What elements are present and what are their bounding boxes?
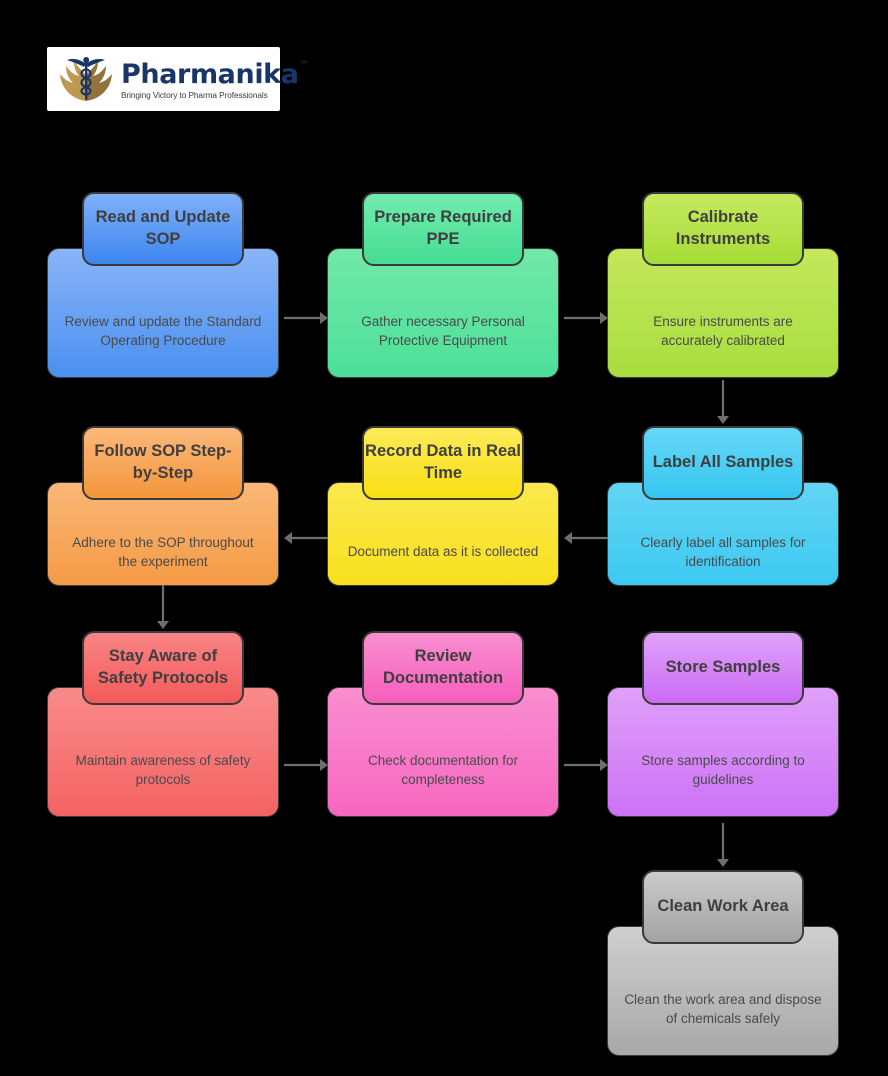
flow-node-title: Read and Update SOP [95,208,231,248]
flow-node-header[interactable]: Prepare Required PPE [362,192,524,266]
flow-node-description: Document data as it is collected [347,544,539,560]
flow-node-title: Clean Work Area [657,897,789,916]
flow-node-description: Clearly label all samples for identifica… [640,534,806,569]
trademark-symbol: ™ [299,58,308,68]
flow-node-body: Store samples according to guidelines [607,687,839,817]
logo-tagline: Bringing Victory to Pharma Professionals [121,89,268,100]
flow-node-body: Review and update the Standard Operating… [47,248,279,378]
flow-node-title: Prepare Required PPE [374,208,512,248]
flow-node-description: Check documentation for completeness [367,752,519,787]
flow-node-header[interactable]: Store Samples [642,631,804,705]
flow-node-description: Review and update the Standard Operating… [64,313,262,348]
flow-node-description: Adhere to the SOP throughout the experim… [72,534,254,569]
flow-node-title: Follow SOP Step-by-Step [94,442,232,482]
flow-node-description: Maintain awareness of safety protocols [75,752,251,787]
flow-node-header[interactable]: Read and Update SOP [82,192,244,266]
logo-wordmark: Pharmanika ™ Bringing Victory to Pharma … [121,58,308,100]
brand-logo: Pharmanika ™ Bringing Victory to Pharma … [47,47,308,111]
flow-node-body: Gather necessary Personal Protective Equ… [327,248,559,378]
flow-node-header[interactable]: Review Documentation [362,631,524,705]
flow-node-title: Record Data in Real Time [365,442,521,482]
flow-node-header[interactable]: Record Data in Real Time [362,426,524,500]
flow-node-description: Gather necessary Personal Protective Equ… [361,313,525,348]
flow-node-title: Stay Aware of Safety Protocols [97,647,229,687]
arrow-review-to-store [564,757,608,773]
flow-node-body: Clean the work area and dispose of chemi… [607,926,839,1056]
flow-node-header[interactable]: Clean Work Area [642,870,804,944]
flow-node-body: Ensure instruments are accurately calibr… [607,248,839,378]
flow-node-header[interactable]: Follow SOP Step-by-Step [82,426,244,500]
flow-node-title: Review Documentation [382,647,504,687]
caduceus-laurel-icon [55,54,117,104]
flow-node-body: Check documentation for completeness [327,687,559,817]
arrow-label-to-record [284,530,328,546]
flow-node-body: Adhere to the SOP throughout the experim… [47,482,279,586]
flow-node-header[interactable]: Label All Samples [642,426,804,500]
arrow-calibrate-to-label [715,380,731,424]
logo-brand-name: Pharmanika [121,58,299,90]
arrow-prepare-to-calibrate [564,310,608,326]
arrow-stay-aware-to-review [284,757,328,773]
flow-node-description: Clean the work area and dispose of chemi… [624,991,822,1026]
flow-node-description: Store samples according to guidelines [641,752,805,787]
flow-node-title: Store Samples [665,658,781,677]
flow-node-description: Ensure instruments are accurately calibr… [653,313,793,348]
arrow-follow-to-stay-aware [155,585,171,629]
flow-node-header[interactable]: Stay Aware of Safety Protocols [82,631,244,705]
arrow-store-to-clean [715,823,731,867]
arrow-record-to-follow [564,530,608,546]
arrow-read-to-prepare [284,310,328,326]
flow-node-header[interactable]: Calibrate Instruments [642,192,804,266]
flow-node-body: Maintain awareness of safety protocols [47,687,279,817]
flow-node-title: Label All Samples [652,453,794,472]
flow-node-title: Calibrate Instruments [675,208,771,248]
